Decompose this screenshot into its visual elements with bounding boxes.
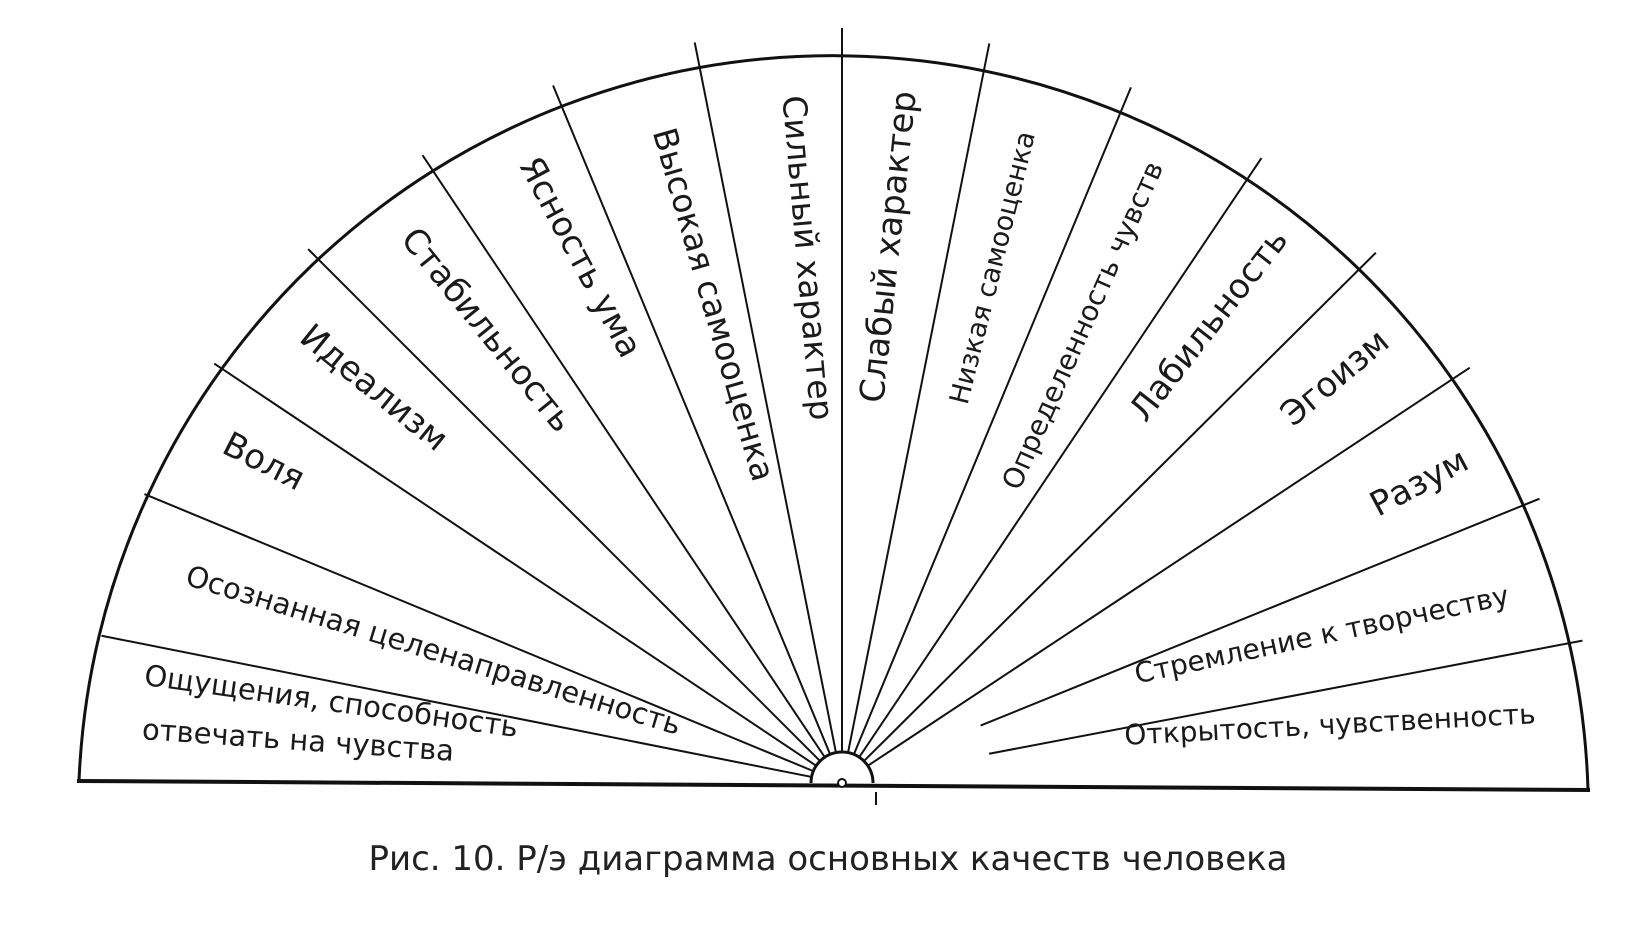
label-low-self-esteem: Низкая самооценка xyxy=(944,128,1042,407)
divider-ray xyxy=(693,42,837,753)
divider-ray xyxy=(307,248,821,762)
label-reason: Разум xyxy=(1363,440,1475,525)
center-point xyxy=(837,778,847,788)
divider-ray xyxy=(988,639,1583,755)
divider-ray xyxy=(863,251,1377,762)
label-clarity-of-mind: Ясность ума xyxy=(511,150,650,364)
divider-ray xyxy=(421,154,826,758)
baseline xyxy=(76,779,1591,792)
divider-ray xyxy=(101,634,812,778)
label-creativity: Стремление к творчеству xyxy=(1132,579,1512,691)
label-lability: Лабильность xyxy=(1121,221,1296,429)
label-weak-character: Слабый характер xyxy=(852,89,925,405)
inner-semicircle xyxy=(809,750,875,784)
divider-ray xyxy=(852,87,1132,755)
outer-arc xyxy=(77,54,1590,791)
divider-ray xyxy=(552,85,832,755)
divider-ray xyxy=(858,157,1263,758)
label-high-self-esteem: Высокая самооценка xyxy=(645,123,783,485)
label-strong-character: Сильный характер xyxy=(774,94,841,422)
divider-ray xyxy=(144,493,814,773)
label-idealism: Идеализм xyxy=(292,316,456,459)
divider-ray xyxy=(213,362,817,767)
divider-ray xyxy=(867,366,1471,767)
label-egoism: Эгоизм xyxy=(1273,321,1397,434)
divider-ray xyxy=(847,43,991,753)
figure-caption: Рис. 10. Р/э диаграмма основных качеств … xyxy=(368,839,1287,879)
label-will: Воля xyxy=(216,424,311,499)
divider-ray xyxy=(980,497,1540,727)
label-openness: Открытость, чувственность xyxy=(1124,697,1537,751)
ray-lines xyxy=(101,28,1583,778)
